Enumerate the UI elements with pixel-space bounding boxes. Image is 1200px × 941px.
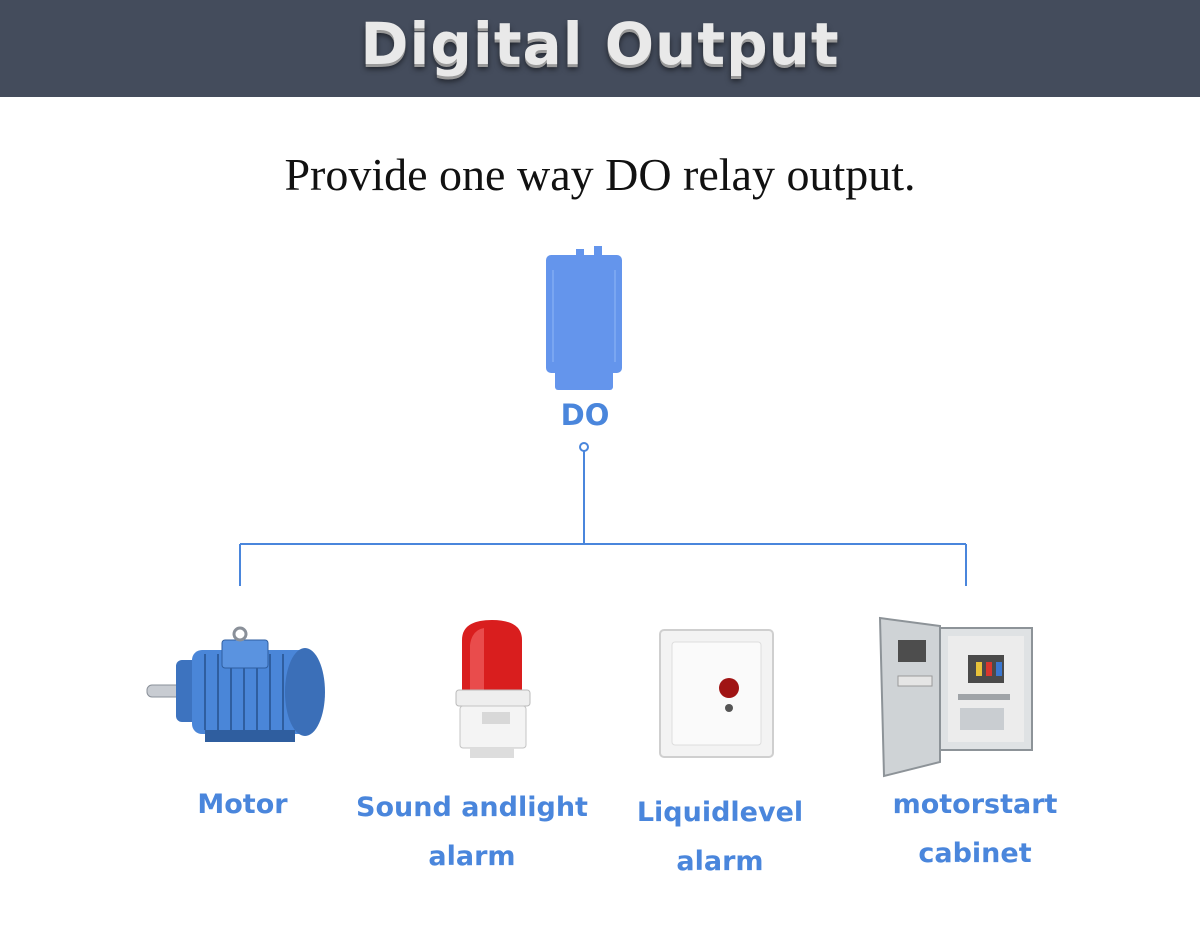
header-banner [0,0,1200,97]
device-label-liquid: Liquidlevel alarm [636,797,804,877]
control-cabinet-icon [878,616,1033,778]
device-label-alarm: Sound andlight alarm [356,792,588,872]
warning-light-icon [455,620,531,758]
subtitle: Provide one way DO relay output. [284,149,916,200]
wall-switch-icon [659,629,774,758]
electric-motor-icon [146,626,325,742]
do-label: DO [560,398,610,432]
device-label-motor: Motor [197,789,288,820]
device-label-cabinet: motorstart cabinet [892,789,1058,869]
do-module-icon [546,246,622,390]
connector-lines [239,442,967,586]
page-title: Digital Output [360,10,840,78]
